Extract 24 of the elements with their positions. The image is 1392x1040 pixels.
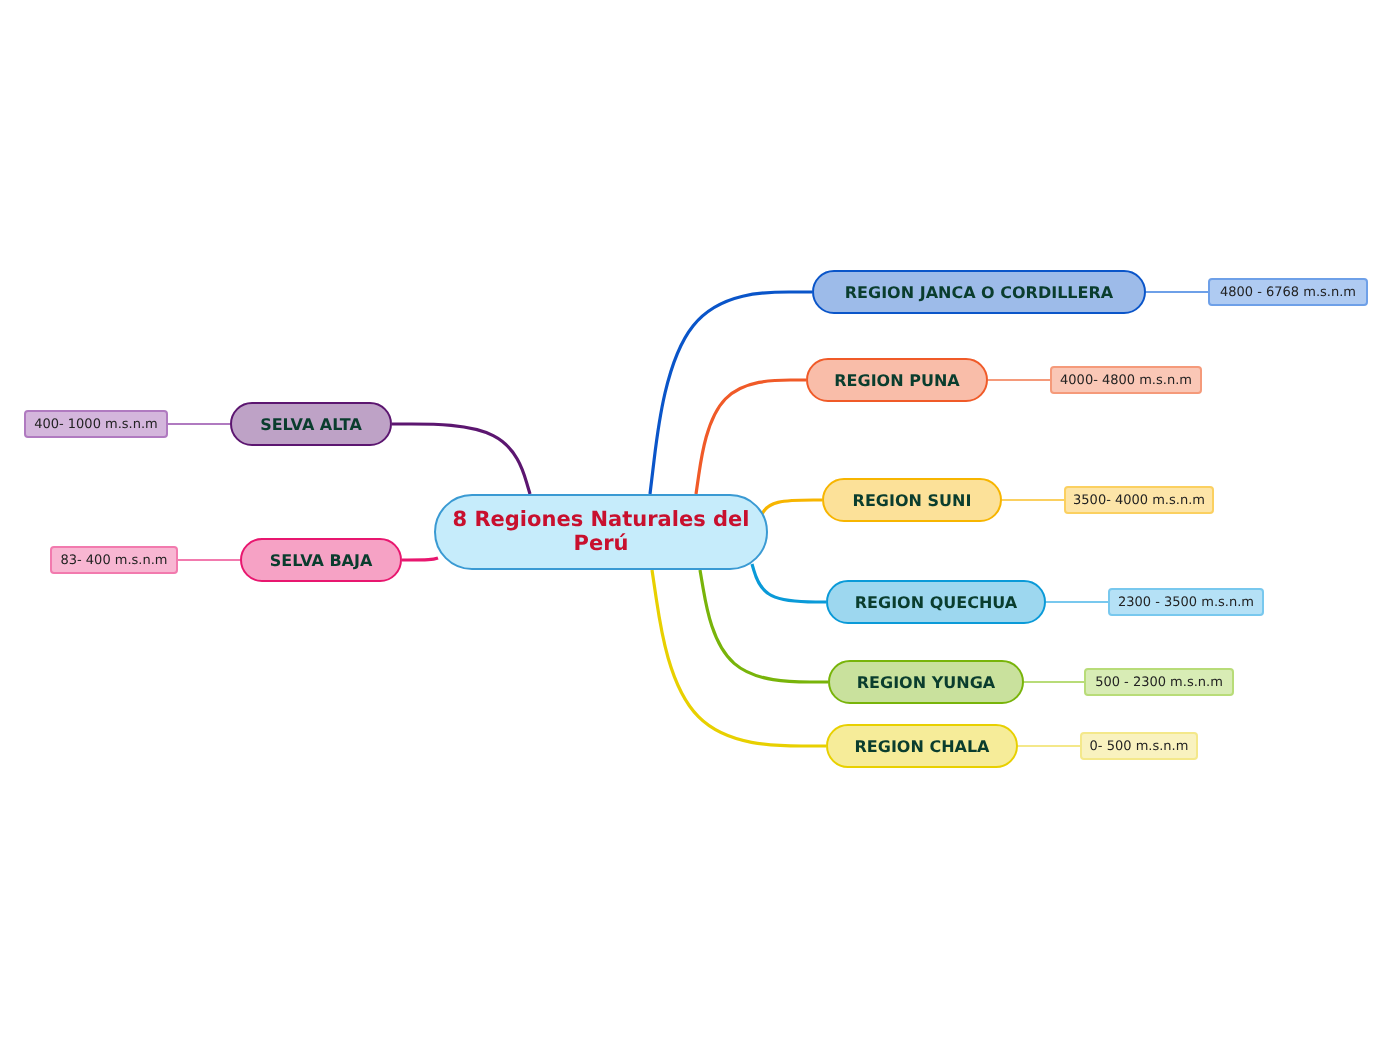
topic-bubble: REGION YUNGA xyxy=(828,660,1024,704)
connector-line xyxy=(1001,499,1065,501)
topic-bubble: REGION CHALA xyxy=(826,724,1018,768)
topic-bubble: REGION PUNA xyxy=(806,358,988,402)
connector-line xyxy=(987,379,1051,381)
connector-line xyxy=(1023,681,1085,683)
topic-bubble: SELVA ALTA xyxy=(230,402,392,446)
topic-bubble: REGION QUECHUA xyxy=(826,580,1046,624)
connector-line xyxy=(760,498,822,515)
connector-line xyxy=(698,569,828,684)
connector-line xyxy=(694,378,806,495)
topic-bubble: REGION JANCA O CORDILLERA xyxy=(812,270,1146,314)
topic-bubble: SELVA BAJA xyxy=(240,538,402,582)
connector-line xyxy=(402,556,439,562)
connector-line xyxy=(177,559,241,561)
connector-line xyxy=(750,563,826,604)
connector-line xyxy=(1017,745,1081,747)
connector-line xyxy=(1145,291,1209,293)
connector-line xyxy=(648,290,812,495)
connector-line xyxy=(167,423,231,425)
topic-bubble: REGION SUNI xyxy=(822,478,1002,522)
connector-line xyxy=(392,422,532,495)
connector-line xyxy=(1045,601,1109,603)
central-topic: 8 Regiones Naturales del Perú xyxy=(434,494,768,570)
